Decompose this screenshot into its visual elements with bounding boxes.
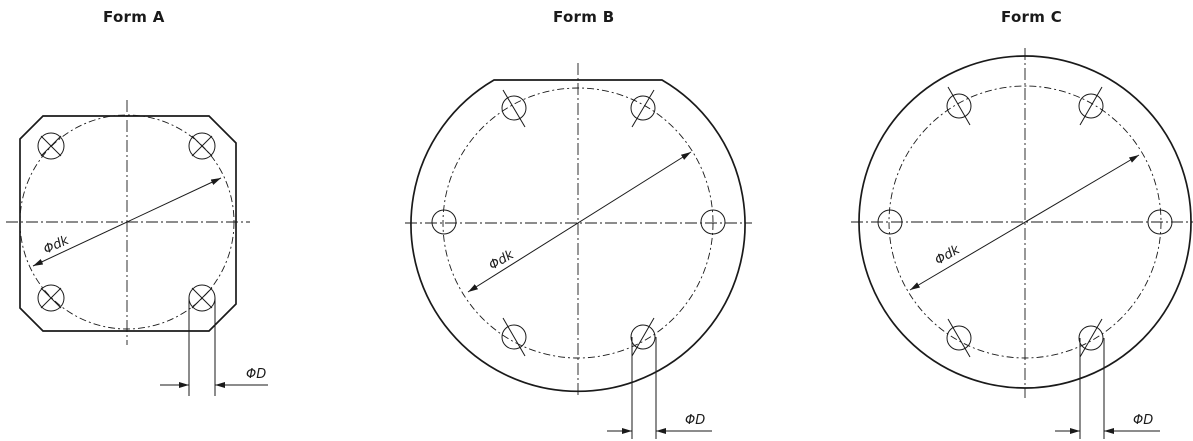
form-c-pitch-label: Φdk: [933, 242, 963, 268]
form-b-hole-label: ΦD: [685, 413, 705, 428]
form-a-hole-label: ΦD: [246, 367, 266, 382]
form-a-outline: [19, 115, 237, 332]
form-b-title: Form B: [553, 8, 615, 26]
form-c-bolt-holes: [877, 86, 1173, 358]
form-b-bolt-holes: [431, 89, 726, 357]
form-a-pitch-circle: [19, 114, 235, 330]
form-a-pitch-label: Φdk: [41, 233, 71, 258]
form-c-hole-label: ΦD: [1133, 413, 1153, 428]
form-c-pitch-circle: [888, 85, 1162, 359]
form-c-drawing: Φdk ΦD: [851, 48, 1193, 439]
form-a-drawing: Φdk ΦD: [6, 100, 268, 396]
form-b-drawing: Φdk ΦD: [405, 63, 752, 439]
form-a-bolt-holes: [37, 132, 216, 312]
form-c-title: Form C: [1001, 8, 1063, 26]
form-b-outline: [410, 79, 746, 393]
form-b-pitch-label: Φdk: [487, 247, 517, 273]
form-b-pitch-circle: [442, 87, 714, 359]
form-a-title: Form A: [103, 8, 165, 26]
